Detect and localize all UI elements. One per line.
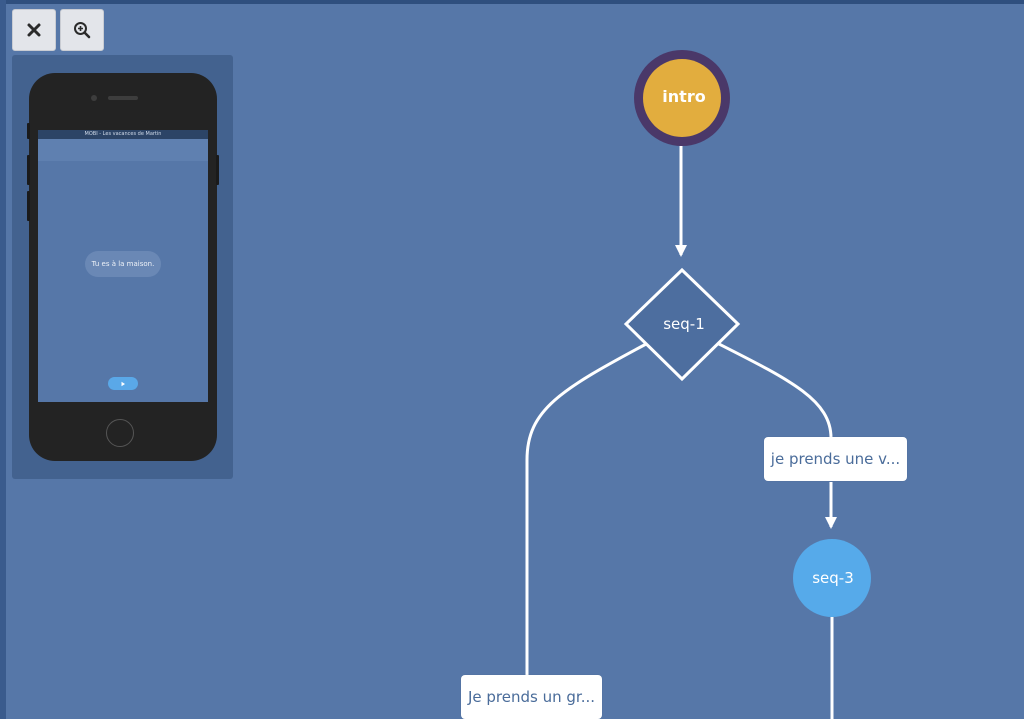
- intro-node-label[interactable]: intro: [662, 87, 706, 106]
- zoom-in-button[interactable]: [60, 9, 104, 51]
- choice-label-right[interactable]: je prends une v...: [764, 437, 907, 481]
- preview-message-bubble: Tu es à la maison.: [85, 251, 161, 277]
- phone-home-button: [106, 419, 134, 447]
- choice-label-left[interactable]: Je prends un gr...: [461, 675, 602, 719]
- preview-panel: MOBI - Les vacances de Martin Tu es à la…: [12, 55, 233, 479]
- seq3-node[interactable]: [793, 539, 871, 617]
- zoom-in-icon: [74, 22, 91, 39]
- window-left-border: [0, 0, 6, 719]
- preview-header-band: [38, 139, 208, 161]
- phone-mute-switch: [27, 123, 30, 139]
- intro-node[interactable]: [643, 59, 721, 137]
- seq1-decision-node[interactable]: [623, 267, 741, 382]
- seq1-node-label[interactable]: seq-1: [663, 315, 705, 333]
- close-button[interactable]: [12, 9, 56, 51]
- phone-volume-down: [27, 191, 30, 221]
- phone-camera: [91, 95, 97, 101]
- phone-speaker: [108, 96, 138, 100]
- connector-seq1-left: [525, 341, 649, 677]
- play-icon: [121, 381, 125, 386]
- phone-screen: MOBI - Les vacances de Martin Tu es à la…: [38, 130, 208, 402]
- phone-power-button: [216, 155, 219, 185]
- seq3-node-label[interactable]: seq-3: [812, 569, 854, 587]
- preview-app-title: MOBI - Les vacances de Martin: [38, 130, 208, 139]
- preview-play-button[interactable]: [108, 377, 138, 390]
- window-top-border: [0, 0, 1024, 4]
- close-icon: [27, 23, 41, 37]
- connector-seq1-right: [716, 341, 833, 439]
- phone-volume-up: [27, 155, 30, 185]
- phone-frame: MOBI - Les vacances de Martin Tu es à la…: [27, 73, 219, 461]
